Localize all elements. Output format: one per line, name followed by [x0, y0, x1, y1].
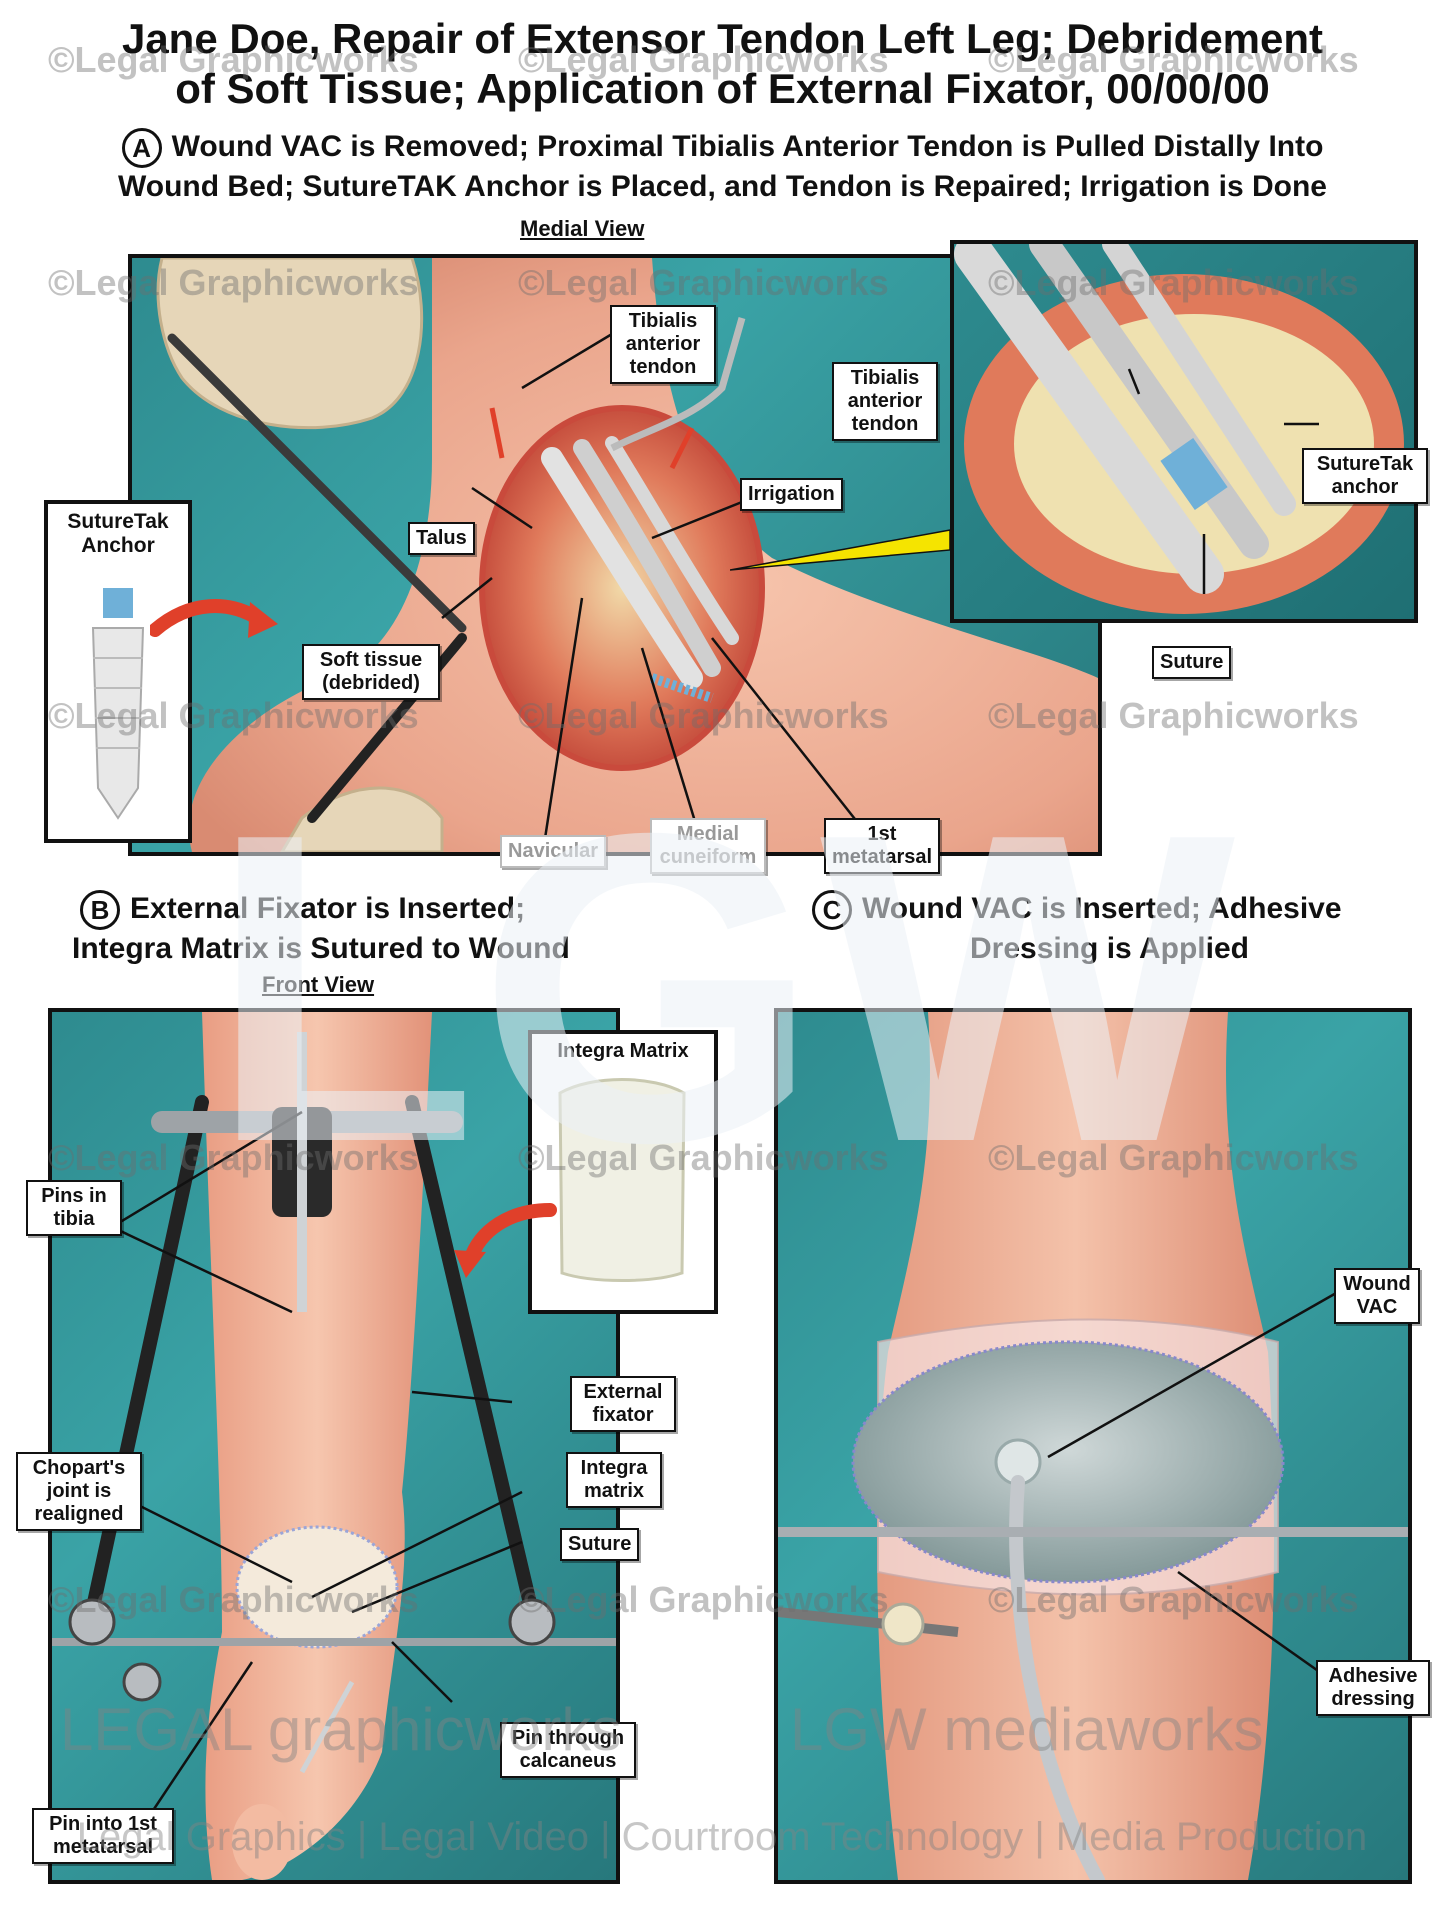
label-zoom-suture: Suture	[1152, 646, 1232, 679]
panel-b-heading-text-1: External Fixator is Inserted;	[130, 892, 526, 925]
pull-arrow-2	[669, 426, 695, 470]
anchor-inset: SutureTak Anchor	[44, 500, 192, 843]
zoom-anchor	[1160, 437, 1228, 511]
panel-b-heading-line-1: B External Fixator is Inserted;	[80, 890, 526, 931]
leader-tibialis	[521, 326, 623, 390]
zoom-leader-tendon	[1127, 368, 1141, 395]
label-talus: Talus	[408, 522, 475, 555]
leader-fixator	[411, 1390, 513, 1404]
fixator-joint-right	[508, 1598, 556, 1646]
big-toe	[232, 1804, 292, 1880]
panel-b-letter: B	[80, 890, 120, 931]
panel-a-letter: A	[121, 128, 162, 169]
panel-c-illustration	[778, 1012, 1408, 1880]
anchor-suture-loops	[103, 588, 133, 618]
label-pin-calcaneus: Pin through calcaneus	[500, 1722, 636, 1778]
label-integra-matrix: Integra matrix	[566, 1452, 662, 1508]
zoom-illustration	[954, 229, 1404, 614]
leader-pins-tibia-2	[111, 1225, 293, 1314]
page-title-line-1: Jane Doe, Repair of Extensor Tendon Left…	[121, 15, 1324, 62]
leader-metatarsal-pin	[150, 1661, 254, 1813]
label-pin-metatarsal: Pin into 1st metatarsal	[32, 1808, 174, 1864]
label-suture-b: Suture	[560, 1528, 640, 1561]
label-tibialis-anterior: Tibialis anterior tendon	[610, 305, 716, 384]
label-zoom-tibialis: Tibialis anterior tendon	[832, 362, 938, 441]
panel-a-heading-line-2: Wound Bed; SutureTAK Anchor is Placed, a…	[118, 170, 1327, 203]
zoom-tendon-3	[1102, 232, 1296, 516]
leader-navicular	[541, 597, 584, 852]
anchor-curved-arrow	[150, 599, 278, 638]
leader-calcaneus	[391, 1641, 453, 1703]
leader-wound-vac	[1047, 1290, 1339, 1459]
zoom-inset	[950, 229, 1418, 623]
suture-anchor-site	[650, 673, 714, 703]
fixator-rod-right	[405, 1095, 539, 1619]
integra-arrow-path	[463, 1203, 557, 1267]
label-external-fixator: External fixator	[570, 1376, 676, 1432]
zoom-pointer-shape	[730, 529, 951, 571]
panel-a-illustration	[156, 258, 1098, 852]
integra-sheet	[558, 1078, 686, 1282]
anchor-inset-drawing	[91, 588, 145, 820]
integra-on-wound	[235, 1525, 399, 1649]
leader-metatarsal	[711, 637, 863, 829]
integra-curved-arrow	[454, 1203, 557, 1278]
anchor-arrow-head	[248, 602, 278, 638]
anchor-inset-label: SutureTak Anchor	[67, 510, 169, 557]
panel-a-view-label: Medial View	[520, 216, 645, 241]
label-soft-tissue: Soft tissue (debrided)	[302, 644, 440, 700]
panel-c-heading-line-1: C Wound VAC is Inserted; Adhesive	[812, 890, 1342, 931]
pull-arrow-1	[489, 407, 505, 459]
fixator-rod-left	[85, 1095, 209, 1619]
irrigation-syringe	[610, 317, 746, 452]
label-first-metatarsal: 1st metatarsal	[824, 818, 940, 874]
leader-soft-tissue	[441, 577, 493, 619]
integra-inset-drawing	[558, 1078, 686, 1282]
integra-inset-label: Integra Matrix	[557, 1040, 689, 1062]
integra-inset: Integra Matrix	[528, 1030, 718, 1314]
zoom-tendon-1	[954, 234, 1224, 594]
integra-arrow-head	[454, 1250, 486, 1278]
leader-irrigation	[651, 496, 753, 540]
label-wound-vac: Wound VAC	[1334, 1268, 1420, 1324]
forceps	[167, 333, 467, 633]
label-choparts-joint: Chopart's joint is realigned	[16, 1452, 142, 1531]
panel-c-heading-line-2: Dressing is Applied	[970, 932, 1249, 965]
leader-suture	[351, 1540, 523, 1614]
gloved-hand	[156, 258, 424, 430]
fixator-joint-low	[122, 1662, 162, 1702]
panel-a-heading-text-1: Wound VAC is Removed; Proximal Tibialis …	[171, 130, 1324, 163]
label-zoom-suturetak: SutureTak anchor	[1302, 448, 1428, 504]
fixator-joint-left	[68, 1598, 116, 1646]
label-irrigation: Irrigation	[740, 478, 843, 511]
zoom-tendon-2	[1029, 229, 1269, 559]
wound-vac-sponge	[851, 1340, 1285, 1584]
panel-b-view-label: Front View	[262, 972, 375, 997]
panel-c-letter: C	[812, 890, 852, 931]
front-leg	[202, 1012, 432, 1880]
leader-cuneiform	[640, 647, 699, 829]
anchor-body	[91, 627, 145, 820]
label-adhesive-dressing: Adhesive dressing	[1316, 1660, 1430, 1716]
pin-cap	[881, 1602, 925, 1646]
anchor-arrow-path	[150, 599, 267, 637]
panel-a-heading-line-1: A Wound VAC is Removed; Proximal Tibialis…	[0, 128, 1445, 169]
page-title-line-2: of Soft Tissue; Application of External …	[175, 65, 1270, 112]
metatarsal-pin	[299, 1680, 355, 1774]
label-navicular: Navicular	[500, 835, 607, 868]
panel-c-image	[774, 1008, 1412, 1884]
leader-choparts	[111, 1490, 293, 1584]
panel-b-heading-line-2: Integra Matrix is Sutured to Wound	[72, 932, 570, 965]
leader-pins-tibia-1	[111, 1110, 303, 1229]
leader-integra	[311, 1490, 523, 1599]
label-medial-cuneiform: Medial cuneiform	[650, 818, 766, 874]
tendon-2	[573, 439, 721, 677]
zoom-pointer	[730, 529, 951, 571]
label-pins-in-tibia: Pins in tibia	[26, 1180, 122, 1236]
leader-talus	[471, 486, 533, 530]
panel-c-heading-text-1: Wound VAC is Inserted; Adhesive	[862, 892, 1342, 925]
fixator-pin-c-2	[778, 1607, 959, 1637]
tendon-1	[541, 447, 703, 689]
tendon-3	[605, 436, 739, 645]
